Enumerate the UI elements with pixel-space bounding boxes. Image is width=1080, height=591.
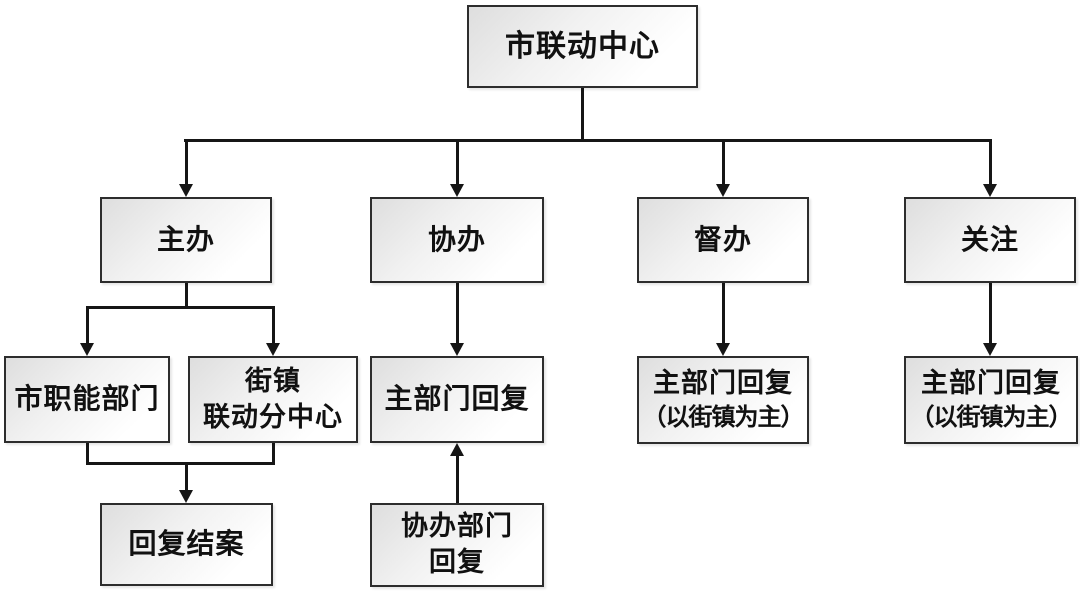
node-assist: 协办 (370, 197, 544, 283)
connector-to-follow (988, 139, 992, 185)
node-label-line2: （以街镇为主） (642, 403, 805, 431)
connector-assist-reply-up (455, 455, 459, 503)
arrowhead-up-icon (450, 443, 464, 456)
arrowhead-down-icon (716, 184, 730, 197)
node-label-line2: 回复 (429, 547, 485, 577)
node-city-linkage-center: 市联动中心 (467, 5, 698, 88)
connector-to-reply-close (184, 462, 188, 491)
arrowhead-down-icon (80, 343, 94, 356)
node-city-functional-dept: 市职能部门 (4, 356, 170, 443)
node-label-line1: 街镇 (245, 365, 301, 396)
node-main-dept-reply: 主部门回复 (370, 356, 544, 443)
connector-merge-bar (85, 462, 275, 465)
node-label-line1: 主部门回复 (653, 368, 793, 399)
node-follow: 关注 (904, 197, 1076, 283)
node-main-dept-reply-supervise: 主部门回复 （以街镇为主） (637, 356, 809, 444)
node-supervise: 督办 (637, 197, 809, 283)
node-label: 关注 (960, 223, 1019, 255)
node-label: 协办 (427, 223, 486, 255)
connector-to-subdistrict (271, 306, 275, 344)
node-main-dept-reply-follow: 主部门回复 （以街镇为主） (904, 356, 1078, 444)
connector-assist-to-main-reply (455, 283, 459, 344)
connector-to-assist (455, 139, 459, 185)
node-label: 主部门回复 (384, 383, 530, 415)
connector-center-trunk (581, 88, 584, 141)
arrowhead-down-icon (983, 184, 997, 197)
node-label-line1: 协办部门 (401, 511, 513, 542)
connector-supervise-to-reply (721, 283, 725, 344)
arrowhead-down-icon (450, 343, 464, 356)
connector-main-distribution-bar (184, 139, 992, 142)
node-label-line1: 主部门回复 (921, 368, 1061, 399)
connector-to-city-dept (85, 306, 89, 344)
connector-follow-to-reply (988, 283, 992, 344)
arrowhead-down-icon (179, 184, 193, 197)
node-host: 主办 (100, 197, 272, 283)
arrowhead-down-icon (450, 184, 464, 197)
node-label-line2: （以街镇为主） (910, 403, 1073, 431)
node-label: 回复结案 (128, 528, 245, 560)
connector-to-supervise (721, 139, 725, 185)
connector-subdistrict-merge (271, 443, 275, 465)
node-reply-close-case: 回复结案 (100, 503, 273, 586)
node-label: 市职能部门 (14, 383, 160, 415)
node-label: 市联动中心 (505, 29, 660, 63)
connector-to-host (184, 139, 188, 185)
arrowhead-down-icon (266, 343, 280, 356)
node-label: 主办 (156, 223, 215, 255)
connector-city-dept-merge (85, 443, 89, 465)
node-label-line2: 联动分中心 (203, 401, 343, 432)
arrowhead-down-icon (179, 490, 193, 503)
node-subdistrict-linkage-subcenter: 街镇 联动分中心 (188, 356, 358, 443)
arrowhead-down-icon (716, 343, 730, 356)
node-label: 督办 (693, 223, 752, 255)
connector-host-split-bar (85, 306, 275, 309)
arrowhead-down-icon (983, 343, 997, 356)
connector-host-split-stem (184, 283, 188, 308)
node-assist-dept-reply: 协办部门 回复 (370, 503, 544, 587)
